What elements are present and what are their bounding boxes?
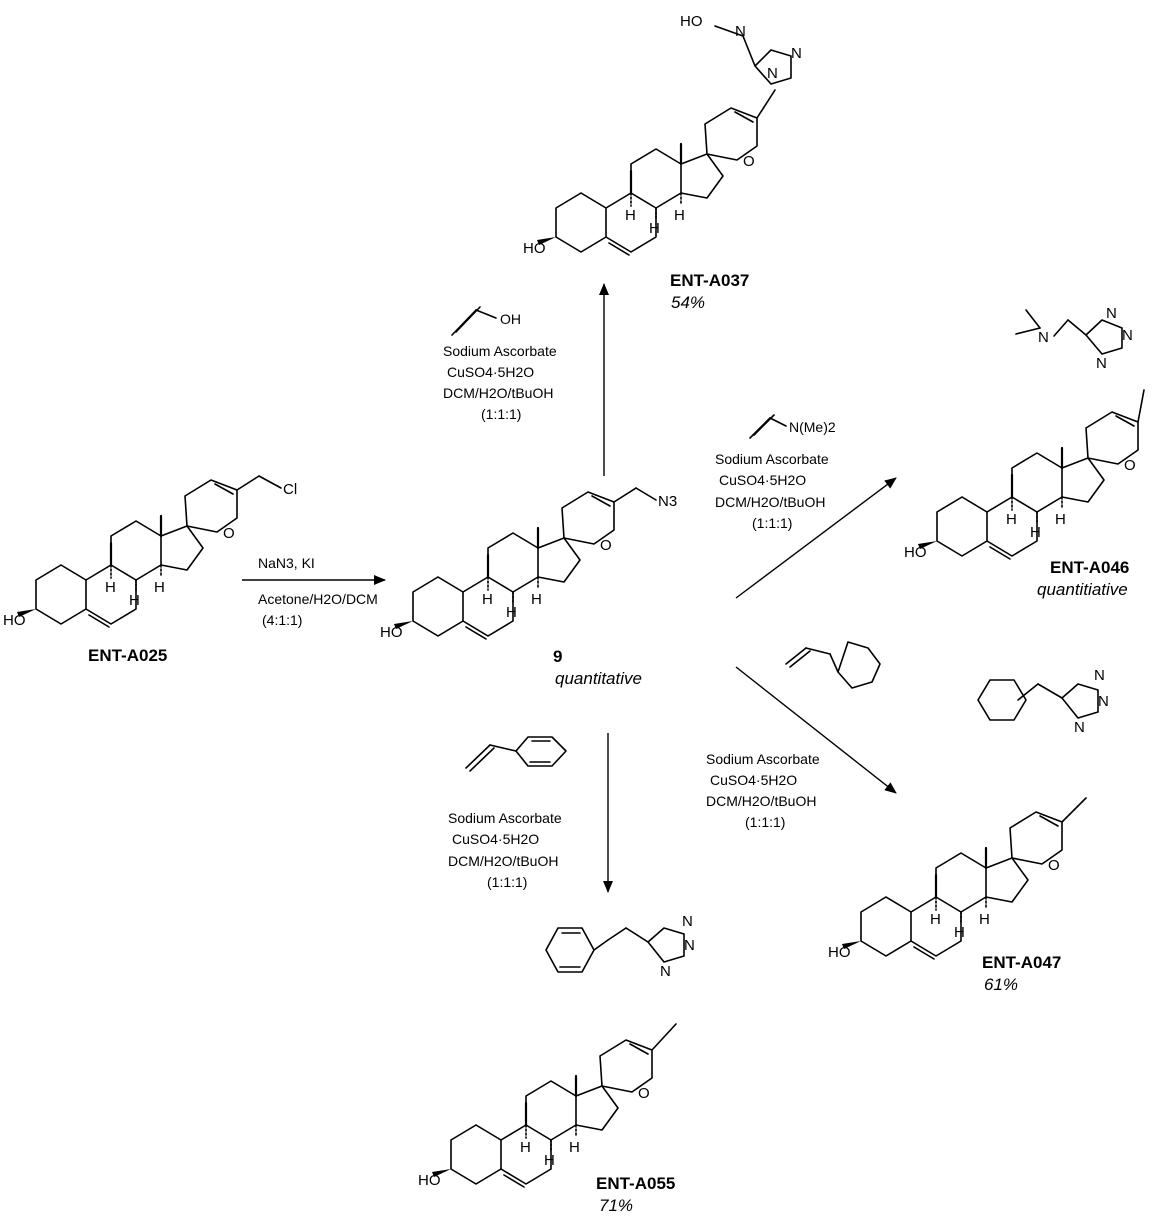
svg-text:O: O — [743, 153, 755, 170]
azide-label: N3 — [658, 493, 677, 510]
h-label: H — [129, 592, 140, 609]
svg-text:N(Me)2: N(Me)2 — [789, 419, 836, 435]
compound-mid: HO H H H O N3 — [380, 487, 677, 641]
hydroxyl-label: HO — [3, 612, 26, 629]
reagent-step1-line2: Acetone/H2O/DCM — [258, 591, 378, 607]
arrow-to-a046 — [735, 477, 897, 599]
yield-a055: 71% — [599, 1196, 633, 1215]
svg-text:H: H — [649, 220, 660, 237]
click-a046-line2: CuSO4·5H2O — [719, 472, 806, 488]
click-a037-line1: Sodium Ascorbate — [443, 343, 557, 359]
click-a037-line3: DCM/H2O/tBuOH — [443, 385, 553, 401]
click-a046-line3: DCM/H2O/tBuOH — [715, 494, 825, 510]
svg-text:N: N — [767, 65, 778, 82]
svg-text:H: H — [531, 591, 542, 608]
compound-name-a046: ENT-A046 — [1050, 558, 1129, 577]
yield-a047: 61% — [984, 975, 1018, 994]
svg-text:H: H — [674, 207, 685, 224]
click-a037-line4: (1:1:1) — [481, 406, 521, 422]
h-label: H — [154, 579, 165, 596]
yield-a046: quantitiative — [1037, 580, 1128, 599]
hydroxyl-label: HO — [380, 624, 403, 641]
svg-text:N: N — [1094, 667, 1105, 684]
svg-text:N: N — [682, 913, 693, 930]
compound-a037: HO H H H O N N N HO — [523, 13, 802, 257]
reagent-step1-line1: NaN3, KI — [258, 555, 315, 571]
svg-text:HO: HO — [904, 544, 927, 561]
oxygen-label: O — [223, 525, 235, 542]
svg-text:O: O — [600, 537, 612, 554]
svg-text:N: N — [1074, 719, 1085, 736]
reagent-propargyl-amine: N(Me)2 — [749, 414, 836, 439]
click-a047-line2: CuSO4·5H2O — [710, 772, 797, 788]
click-a046-line1: Sodium Ascorbate — [715, 451, 829, 467]
svg-text:H: H — [930, 911, 941, 928]
reagent-step1-line3: (4:1:1) — [262, 612, 302, 628]
arrow-to-a047 — [735, 666, 897, 794]
svg-text:N: N — [735, 23, 746, 40]
svg-text:N: N — [1122, 327, 1133, 344]
svg-text:HO: HO — [418, 1172, 441, 1189]
svg-text:O: O — [1048, 857, 1060, 874]
svg-text:H: H — [954, 924, 965, 941]
svg-text:N: N — [684, 937, 695, 954]
click-a055-line1: Sodium Ascorbate — [448, 810, 562, 826]
svg-text:O: O — [638, 1085, 650, 1102]
svg-text:H: H — [1030, 524, 1041, 541]
yield-mid: quantitative — [555, 669, 642, 688]
compound-a055: HO H H H O N N N — [418, 913, 695, 1189]
svg-text:HO: HO — [680, 13, 703, 30]
yield-a037: 54% — [671, 293, 705, 312]
compound-a047: HO H H H O N N N — [828, 667, 1109, 961]
click-a047-line3: DCM/H2O/tBuOH — [706, 793, 816, 809]
svg-text:H: H — [482, 591, 493, 608]
compound-name-a047: ENT-A047 — [982, 953, 1061, 972]
svg-text:O: O — [1124, 457, 1136, 474]
svg-text:H: H — [569, 1139, 580, 1156]
reagent-propargyl-cyclohexane — [785, 641, 881, 689]
click-a046-line4: (1:1:1) — [752, 515, 792, 531]
svg-text:HO: HO — [828, 944, 851, 961]
compound-name-a037: ENT-A037 — [670, 271, 749, 290]
click-a037-line2: CuSO4·5H2O — [447, 364, 534, 380]
svg-text:HO: HO — [523, 240, 546, 257]
click-a055-line4: (1:1:1) — [487, 874, 527, 890]
svg-text:H: H — [979, 911, 990, 928]
click-a047-line1: Sodium Ascorbate — [706, 751, 820, 767]
svg-text:N: N — [791, 45, 802, 62]
click-a055-line2: CuSO4·5H2O — [452, 831, 539, 847]
svg-text:OH: OH — [500, 311, 521, 327]
svg-text:N: N — [1038, 329, 1049, 346]
click-a055-line3: DCM/H2O/tBuOH — [448, 853, 558, 869]
svg-text:H: H — [1055, 511, 1066, 528]
compound-name-start: ENT-A025 — [88, 646, 167, 665]
chloro-label: Cl — [283, 481, 297, 498]
svg-text:N: N — [1096, 355, 1107, 372]
compound-start: HO H H H O Cl — [3, 475, 297, 629]
svg-text:H: H — [520, 1139, 531, 1156]
svg-text:N: N — [1106, 305, 1117, 322]
compound-name-a055: ENT-A055 — [596, 1174, 675, 1193]
svg-text:H: H — [544, 1152, 555, 1169]
svg-text:H: H — [1006, 511, 1017, 528]
svg-text:N: N — [660, 963, 671, 980]
compound-a046: HO H H H O N N N N — [904, 305, 1145, 561]
reagent-propargyl-alcohol: OH — [451, 306, 521, 336]
reagent-propargyl-benzene — [465, 736, 567, 772]
h-label: H — [105, 579, 116, 596]
svg-text:H: H — [625, 207, 636, 224]
svg-text:H: H — [506, 604, 517, 621]
svg-text:N: N — [1098, 693, 1109, 710]
click-a047-line4: (1:1:1) — [745, 814, 785, 830]
compound-name-mid: 9 — [553, 647, 562, 666]
